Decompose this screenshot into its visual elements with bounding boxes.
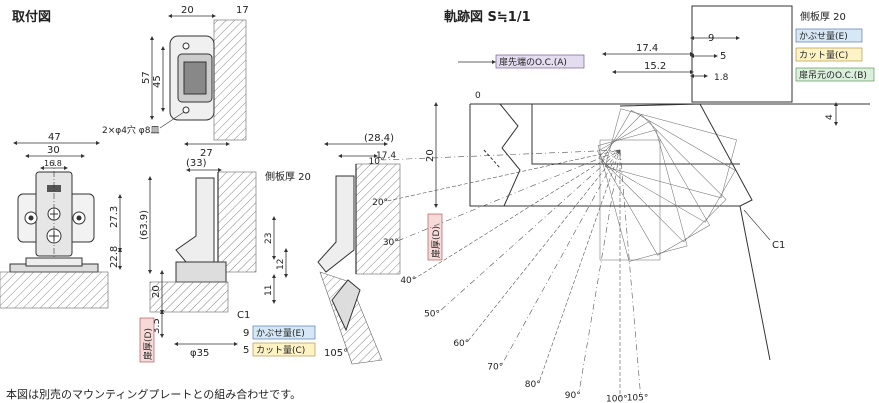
side-closed-view: (33) 側板厚 20 (63.9) 23 12 11 20 3.5 φ35 C… <box>139 158 316 363</box>
traj-dim-5: 5 <box>720 51 726 62</box>
open-angle-text: 105° <box>324 348 348 359</box>
trajectory-line <box>382 149 621 161</box>
front-view: 47 30 16.8 27.3 22.8 <box>0 132 122 309</box>
open-door-outline <box>619 103 771 361</box>
trajectory-line <box>386 149 621 202</box>
traj-door-label: 扉厚(D) <box>430 226 442 258</box>
trajectory-angle-label: 40° <box>400 276 416 286</box>
closed-dim-12-text: 12 <box>276 259 286 270</box>
traj-label-cover: かぶせ量(E) <box>799 31 848 42</box>
top-view: 20 17 57 45 27 2×φ4穴 φ8皿 <box>102 5 249 159</box>
top-dim-bottom-text: 27 <box>200 148 213 159</box>
closed-door-label: 扉厚(D) <box>142 328 154 360</box>
top-height-inner-text: 45 <box>152 75 163 88</box>
trajectory-line <box>467 149 621 343</box>
traj-panel-label: 側板厚 20 <box>800 10 846 23</box>
left-section-title: 取付図 <box>12 10 52 25</box>
traj-dim-174: 17.4 <box>636 43 658 54</box>
front-height-b-text: 22.8 <box>109 246 120 268</box>
closed-dim-20-text: 20 <box>151 285 162 298</box>
closed-cover-val: 9 <box>243 328 249 339</box>
trajectory-angle-labels: 10° 20° 30° 40° 50° 60° 70° 80° 90° 100°105° <box>369 157 649 403</box>
trajectory-line <box>538 149 621 384</box>
trajectory-line <box>578 149 621 394</box>
traj-dim-0: 0 <box>475 91 481 101</box>
closed-dim-top-text: (33) <box>186 158 207 169</box>
traj-label-cut: カット量(C) <box>799 50 848 61</box>
trajectory-angle-label: 100° <box>606 395 628 403</box>
door-silhouette <box>599 139 661 261</box>
right-section-title: 軌跡図 S≒1/1 <box>444 10 531 25</box>
top-dim-left-text: 20 <box>181 5 194 16</box>
trajectory-fan <box>382 103 771 398</box>
front-height-a-text: 27.3 <box>109 206 120 228</box>
trajectory-angle-label: 30° <box>383 238 399 248</box>
closed-cut-val: 5 <box>243 345 249 356</box>
front-width-text: 47 <box>48 132 61 143</box>
closed-c1-text: C1 <box>237 310 250 321</box>
closed-dim-35-text: 3.5 <box>151 318 162 334</box>
trajectory-line <box>437 149 621 313</box>
closed-cover-label: かぶせ量(E) <box>256 328 305 339</box>
trajectory-angle-label: 60° <box>453 339 469 349</box>
traj-label-oc-b: 扉吊元のO.C.(B) <box>799 69 867 81</box>
closed-dim-cup-text: φ35 <box>190 348 209 359</box>
top-dim-right-text: 17 <box>236 5 249 16</box>
traj-label-oc-a: 扉先端のO.C.(A) <box>499 56 567 68</box>
hole-note-text: 2×φ4穴 φ8皿 <box>102 124 159 136</box>
trajectory-angle-label: 105° <box>627 394 649 403</box>
trajectory-angle-label: 10° <box>369 157 385 167</box>
trajectory-angle-label: 90° <box>565 391 581 401</box>
door-silhouette <box>600 110 736 223</box>
closed-dim-23-text: 23 <box>264 233 274 244</box>
front-center-width-text: 16.8 <box>44 159 62 168</box>
traj-dim-9: 9 <box>708 33 714 44</box>
door-silhouette <box>604 108 737 199</box>
door-silhouette <box>597 129 688 262</box>
trajectory-angle-label: 70° <box>487 363 503 373</box>
traj-dim-152: 15.2 <box>644 61 666 72</box>
trajectory-view: 側板厚 20 17.4 15.2 9 5 1.8 かぶせ量(E) カット量(C)… <box>369 5 875 403</box>
trajectory-line <box>619 149 641 397</box>
front-inner-width-text: 30 <box>47 145 60 156</box>
top-height-outer-text: 57 <box>141 71 152 84</box>
traj-dim-4: 4 <box>825 114 835 120</box>
closed-dim-11-text: 11 <box>264 285 274 296</box>
trajectory-angle-label: 80° <box>525 380 541 390</box>
closed-dim-left-text: (63.9) <box>139 210 150 240</box>
footer-note: 本図は別売のマウンティングプレートとの組み合わせです。 <box>6 388 302 401</box>
closed-cut-label: カット量(C) <box>256 345 305 356</box>
trajectory-angle-label: 20° <box>372 198 388 208</box>
open-dim-sub-text: 17.4 <box>376 151 396 161</box>
trajectory-line <box>396 149 621 242</box>
door-silhouette <box>597 120 710 256</box>
door-silhouette <box>598 114 727 243</box>
side-open-view: (28.4) 17.4 105° <box>317 133 401 365</box>
traj-dim-20: 20 <box>425 149 436 162</box>
closed-panel-label: 側板厚 20 <box>265 170 311 183</box>
open-dim-top-text: (28.4) <box>364 133 394 144</box>
trajectory-line <box>500 149 621 366</box>
traj-dim-18: 1.8 <box>714 73 729 83</box>
trajectory-angle-label: 50° <box>424 310 440 320</box>
trajectory-line <box>414 149 621 280</box>
traj-c1-text: C1 <box>772 240 785 251</box>
